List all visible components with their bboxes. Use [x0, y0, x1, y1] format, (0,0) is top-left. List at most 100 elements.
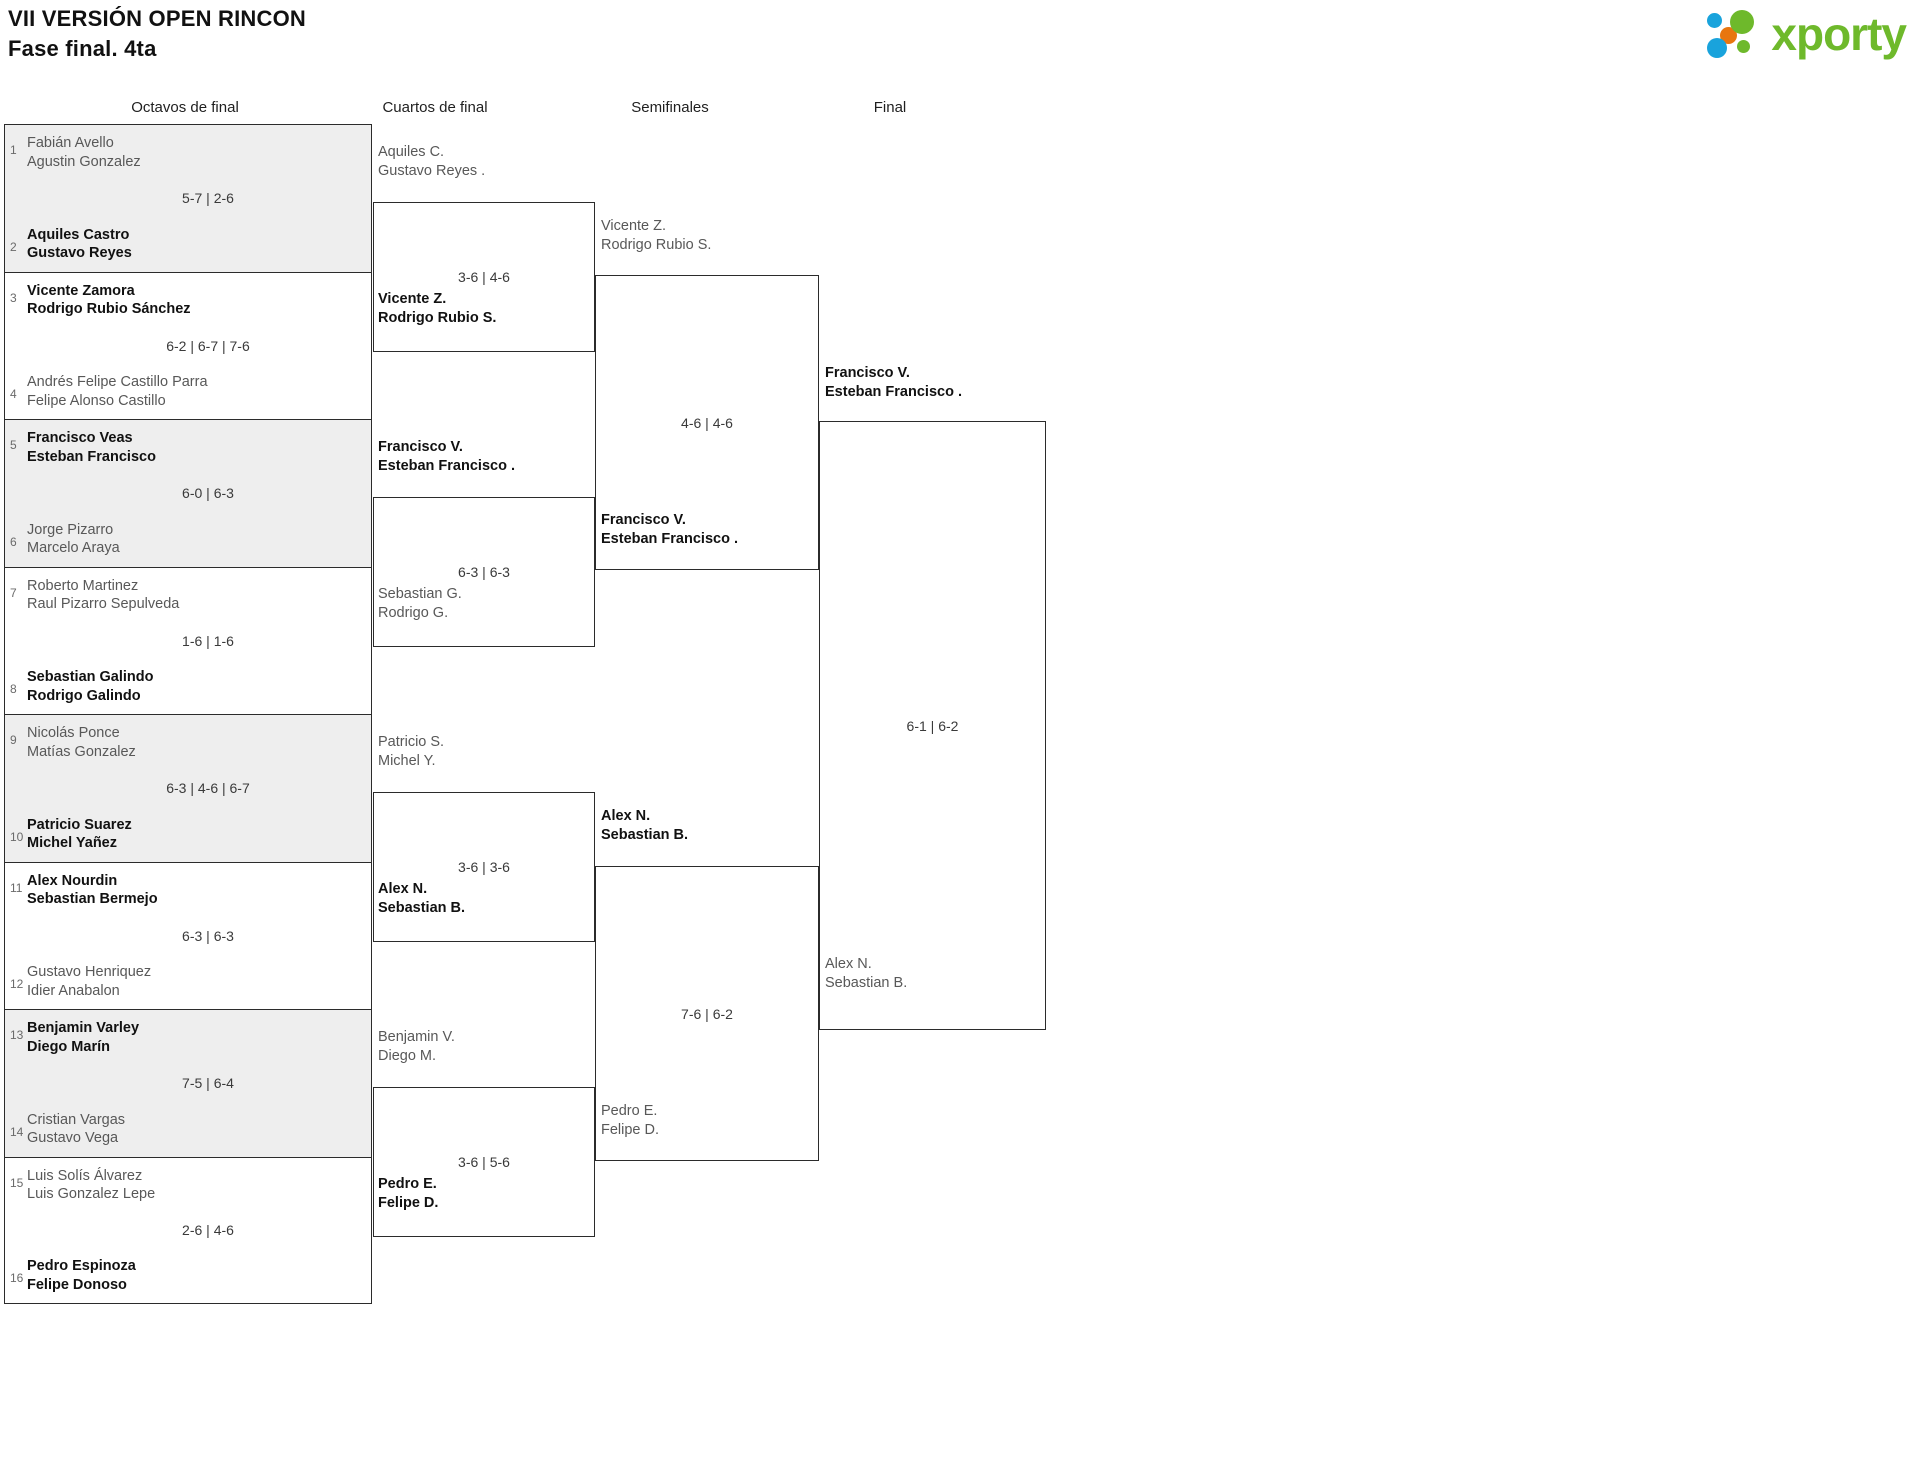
- player-name: Gustavo Vega: [27, 1130, 119, 1146]
- team-top[interactable]: Vicente Zamora Rodrigo Rubio Sánchez: [27, 282, 365, 319]
- xporty-dots-icon: [1707, 8, 1763, 60]
- qf-match-box[interactable]: 3-6 | 4-6: [373, 202, 595, 352]
- sf-team-top[interactable]: Vicente Z. Rodrigo Rubio S.: [601, 217, 711, 254]
- r16-match[interactable]: 1 Fabián Avello Agustin Gonzalez 5-7 | 2…: [4, 124, 372, 272]
- final-team-top[interactable]: Francisco V. Esteban Francisco .: [825, 364, 962, 401]
- team-bottom[interactable]: Gustavo Henriquez Idier Anabalon: [27, 963, 365, 1000]
- player-name: Gustavo Reyes: [27, 245, 132, 261]
- player-name: Vicente Z.: [378, 291, 447, 307]
- qf-team-top[interactable]: Francisco V. Esteban Francisco .: [378, 438, 515, 475]
- match-score: 7-6 | 6-2: [681, 1005, 733, 1022]
- qf-team-bottom[interactable]: Sebastian G. Rodrigo G.: [378, 585, 462, 622]
- player-name: Esteban Francisco .: [825, 383, 962, 400]
- qf-match-box[interactable]: 3-6 | 5-6: [373, 1087, 595, 1237]
- player-name: Alex N.: [378, 881, 428, 897]
- team-top[interactable]: Benjamin Varley Diego Marín: [27, 1019, 365, 1056]
- player-name: Felipe D.: [378, 1194, 439, 1211]
- team-bottom[interactable]: Pedro Espinoza Felipe Donoso: [27, 1257, 365, 1294]
- player-name: Rodrigo G.: [378, 604, 449, 621]
- player-name: Rodrigo Galindo: [27, 687, 141, 704]
- match-score: 5-7 | 2-6: [182, 190, 234, 207]
- match-score: 1-6 | 1-6: [182, 632, 234, 649]
- player-name: Raul Pizarro Sepulveda: [27, 596, 180, 612]
- team-bottom[interactable]: Cristian Vargas Gustavo Vega: [27, 1111, 365, 1148]
- player-name: Matías Gonzalez: [27, 743, 136, 760]
- tournament-title: VII VERSIÓN OPEN RINCON: [8, 6, 306, 31]
- sf-team-bottom[interactable]: Francisco V. Esteban Francisco .: [601, 511, 738, 548]
- player-name: Felipe D.: [601, 1121, 660, 1138]
- team-top[interactable]: Roberto Martinez Raul Pizarro Sepulveda: [27, 577, 365, 614]
- team-bottom[interactable]: Aquiles Castro Gustavo Reyes: [27, 226, 365, 263]
- r16-match[interactable]: 5 Francisco Veas Esteban Francisco 6-0 |…: [4, 419, 372, 567]
- r16-match[interactable]: 11 Alex Nourdin Sebastian Bermejo 6-3 | …: [4, 861, 372, 1009]
- r16-match[interactable]: 15 Luis Solís Álvarez Luis Gonzalez Lepe…: [4, 1156, 372, 1304]
- player-name: Roberto Martinez: [27, 577, 139, 594]
- team-bottom[interactable]: Andrés Felipe Castillo Parra Felipe Alon…: [27, 373, 365, 410]
- qf-team-top[interactable]: Patricio S. Michel Y.: [378, 733, 444, 770]
- player-name: Diego M.: [378, 1047, 437, 1064]
- qf-match-box[interactable]: 3-6 | 3-6: [373, 792, 595, 942]
- player-name: Patricio Suarez: [27, 816, 132, 833]
- xporty-logo: xporty: [1707, 8, 1907, 60]
- player-name: Benjamin V.: [378, 1029, 455, 1045]
- sf-match-box[interactable]: 4-6 | 4-6: [595, 275, 819, 570]
- qf-team-top[interactable]: Aquiles C. Gustavo Reyes .: [378, 143, 485, 180]
- player-name: Michel Yañez: [27, 835, 117, 851]
- player-name: Alex N.: [825, 956, 872, 972]
- team-bottom[interactable]: Sebastian Galindo Rodrigo Galindo: [27, 668, 365, 705]
- seed-number: 5: [10, 438, 17, 452]
- player-name: Francisco V.: [378, 439, 463, 455]
- player-name: Rodrigo Rubio S.: [378, 309, 497, 326]
- final-match-box[interactable]: 6-1 | 6-2: [819, 421, 1046, 1030]
- player-name: Felipe Donoso: [27, 1276, 127, 1293]
- seed-number: 6: [10, 534, 17, 549]
- player-name: Nicolás Ponce: [27, 725, 120, 741]
- qf-match-box[interactable]: 6-3 | 6-3: [373, 497, 595, 647]
- seed-number: 8: [10, 682, 17, 696]
- r16-match[interactable]: 9 Nicolás Ponce Matías Gonzalez 6-3 | 4-…: [4, 714, 372, 862]
- player-name: Vicente Z.: [601, 218, 667, 234]
- player-name: Sebastian B.: [825, 974, 908, 991]
- team-bottom[interactable]: Patricio Suarez Michel Yañez: [27, 816, 365, 853]
- r16-match[interactable]: 3 Vicente Zamora Rodrigo Rubio Sánchez 6…: [4, 271, 372, 419]
- sf-team-bottom[interactable]: Pedro E. Felipe D.: [601, 1102, 659, 1139]
- team-top[interactable]: Nicolás Ponce Matías Gonzalez: [27, 724, 365, 761]
- player-name: Luis Gonzalez Lepe: [27, 1186, 156, 1202]
- player-name: Jorge Pizarro: [27, 521, 114, 538]
- player-name: Sebastian B.: [378, 899, 466, 916]
- player-name: Alex Nourdin: [27, 872, 118, 889]
- qf-team-bottom[interactable]: Pedro E. Felipe D.: [378, 1175, 438, 1212]
- player-name: Idier Anabalon: [27, 982, 120, 999]
- qf-team-top[interactable]: Benjamin V. Diego M.: [378, 1028, 455, 1065]
- sf-match-box[interactable]: 7-6 | 6-2: [595, 866, 819, 1161]
- player-name: Sebastian Galindo: [27, 669, 154, 685]
- phase-title: Fase final. 4ta: [8, 36, 157, 61]
- sf-team-top[interactable]: Alex N. Sebastian B.: [601, 807, 688, 844]
- qf-team-bottom[interactable]: Vicente Z. Rodrigo Rubio S.: [378, 290, 496, 327]
- player-name: Esteban Francisco .: [378, 457, 515, 474]
- player-name: Rodrigo Rubio Sánchez: [27, 301, 191, 317]
- team-top[interactable]: Fabián Avello Agustin Gonzalez: [27, 134, 365, 171]
- player-name: Andrés Felipe Castillo Parra: [27, 374, 208, 390]
- player-name: Francisco V.: [601, 512, 686, 528]
- player-name: Alex N.: [601, 808, 651, 824]
- match-score: 2-6 | 4-6: [182, 1222, 234, 1239]
- match-score: 6-3 | 6-3: [182, 927, 234, 944]
- team-bottom[interactable]: Jorge Pizarro Marcelo Araya: [27, 521, 365, 558]
- seed-number: 13: [10, 1028, 24, 1042]
- r16-match[interactable]: 7 Roberto Martinez Raul Pizarro Sepulved…: [4, 566, 372, 714]
- match-score: 7-5 | 6-4: [182, 1075, 234, 1092]
- player-name: Rodrigo Rubio S.: [601, 236, 712, 253]
- player-name: Marcelo Araya: [27, 540, 120, 556]
- seed-number: 14: [10, 1124, 24, 1139]
- qf-team-bottom[interactable]: Alex N. Sebastian B.: [378, 880, 465, 917]
- r16-match[interactable]: 13 Benjamin Varley Diego Marín 7-5 | 6-4…: [4, 1009, 372, 1157]
- final-team-bottom[interactable]: Alex N. Sebastian B.: [825, 955, 907, 992]
- player-name: Cristian Vargas: [27, 1111, 126, 1128]
- match-score: 6-1 | 6-2: [906, 717, 959, 734]
- player-name: Pedro E.: [378, 1176, 437, 1192]
- team-top[interactable]: Francisco Veas Esteban Francisco: [27, 429, 365, 466]
- team-top[interactable]: Alex Nourdin Sebastian Bermejo: [27, 872, 365, 909]
- team-top[interactable]: Luis Solís Álvarez Luis Gonzalez Lepe: [27, 1167, 365, 1204]
- player-name: Aquiles C.: [378, 144, 445, 160]
